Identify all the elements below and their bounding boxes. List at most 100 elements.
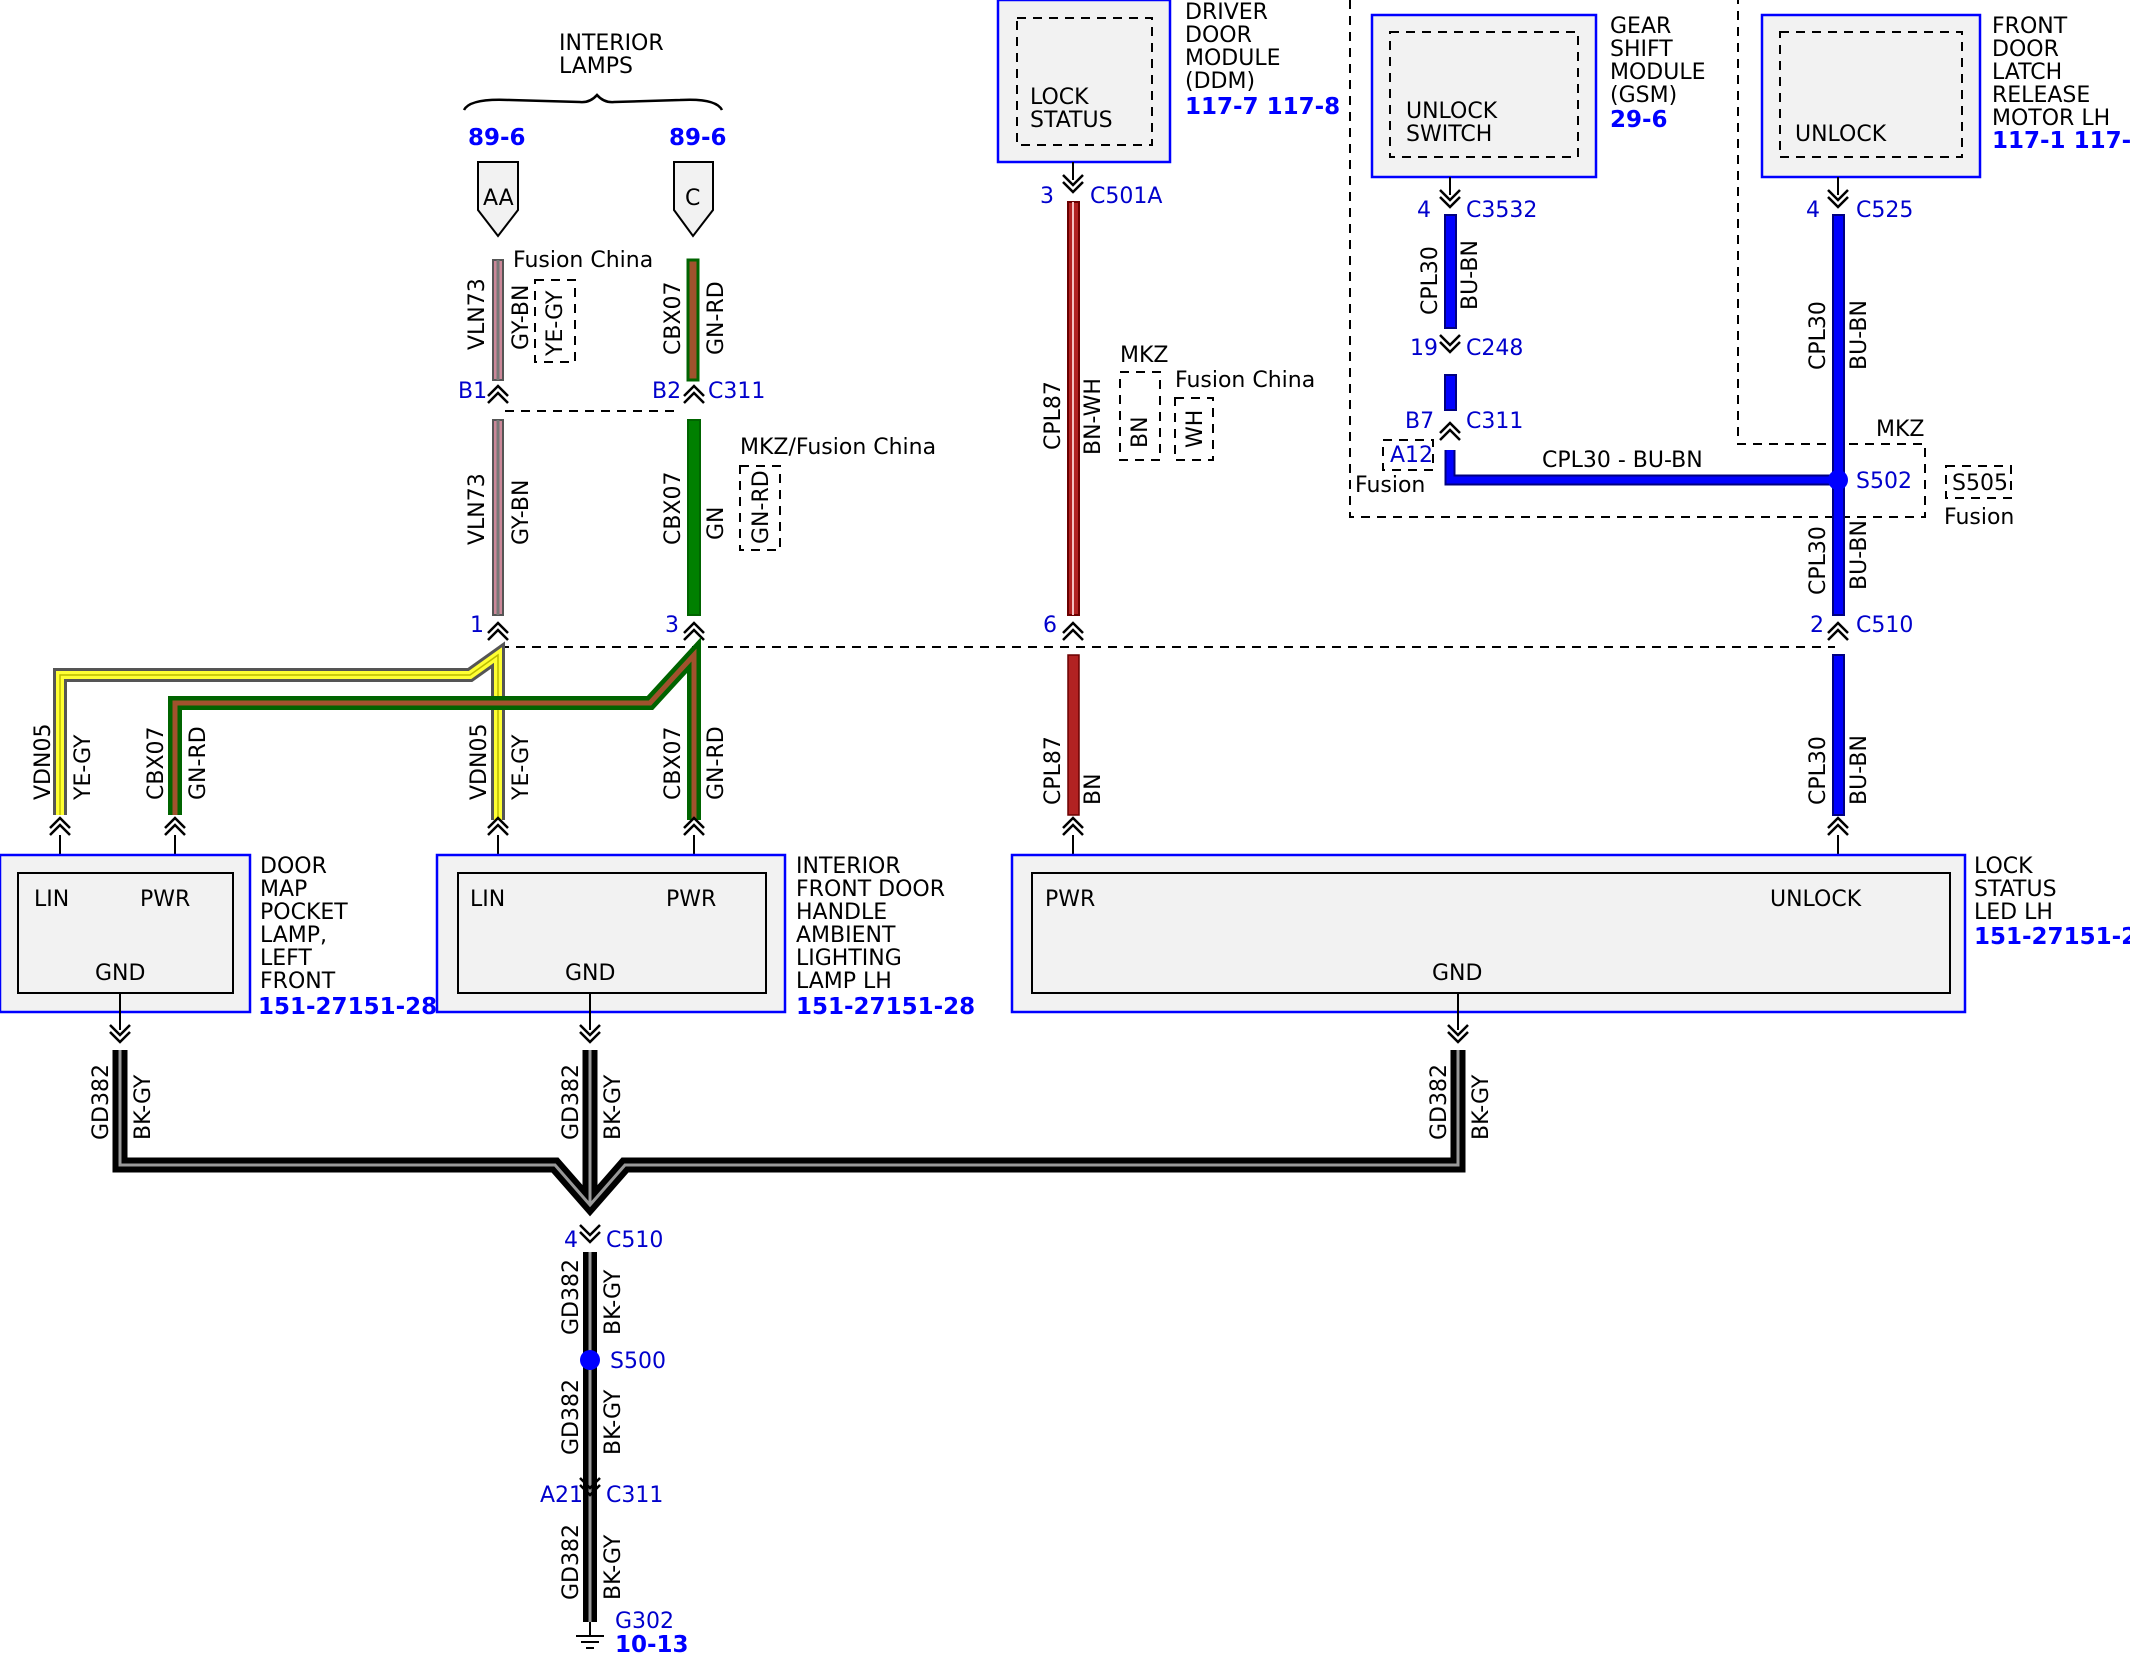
pin-c510-a: C510 — [1856, 613, 1913, 638]
wire-bu-bn-label-3: BU-BN — [1847, 520, 1872, 590]
terminal-aa-label: AA — [483, 186, 514, 211]
wire-cbx07-label-2: CBX07 — [661, 471, 686, 545]
wire-cpl30-bu-bn-label: CPL30 - BU-BN — [1542, 448, 1703, 473]
pin-s505: S505 — [1952, 471, 2008, 496]
splice-s500[interactable] — [580, 1350, 600, 1370]
led-pin-gnd: GND — [1432, 961, 1482, 986]
wire-cpl30-label-4: CPL30 — [1806, 736, 1831, 805]
option-fusion-china-2: Fusion China — [1175, 368, 1315, 393]
handle-lamp-pin-gnd: GND — [565, 961, 615, 986]
wire-gn-label: GN — [704, 506, 729, 540]
led-ref[interactable]: 151-27151-28 — [1974, 924, 2130, 950]
wire-cpl87-label-2: CPL87 — [1041, 736, 1066, 805]
pin-b1: B1 — [458, 379, 487, 404]
pin-s502: S502 — [1856, 469, 1912, 494]
wire-gd382-label-6: GD382 — [559, 1524, 584, 1600]
wire-bk-gy-label-4: BK-GY — [601, 1269, 626, 1335]
wire-cpl30-label-3: CPL30 — [1806, 526, 1831, 595]
wire-gn-rd-alt-label: GN-RD — [749, 470, 774, 544]
wire-cbx07-label-1: CBX07 — [661, 281, 686, 355]
pin-a21: A21 — [540, 1483, 583, 1508]
alt-s505-box — [1945, 465, 2012, 499]
terminal-c-label: C — [685, 186, 700, 211]
pin-a12: A12 — [1390, 443, 1433, 468]
wire-cbx07-label-3: CBX07 — [144, 726, 169, 800]
wire-ye-gy-alt-label: YE-GY — [543, 290, 568, 357]
wire-bk-gy-label-2: BK-GY — [601, 1074, 626, 1140]
wire-cbx07-upper — [686, 258, 700, 382]
ground-symbol-icon — [576, 1622, 604, 1649]
ground-ref[interactable]: 10-13 — [615, 1632, 689, 1655]
map-lamp-ref[interactable]: 151-27151-28 — [258, 994, 437, 1020]
latch-ref[interactable]: 117-1 117-2 — [1992, 128, 2130, 154]
wire-bu-bn-label-1: BU-BN — [1458, 240, 1483, 310]
pin-c311-c: C311 — [606, 1483, 663, 1508]
wire-bu-bn-label-4: BU-BN — [1847, 735, 1872, 805]
wire-bk-gy-label-1: BK-GY — [131, 1074, 156, 1140]
alt-a12-box — [1382, 439, 1434, 471]
pin-c3532: C3532 — [1466, 198, 1537, 223]
wire-gd382-label-1: GD382 — [89, 1064, 114, 1140]
pin-3-c501a: 3 — [1040, 184, 1054, 209]
interior-lamps-ref-right[interactable]: 89-6 — [669, 125, 727, 151]
wire-cpl30-led — [1832, 654, 1845, 816]
wire-gn-rd-label-2: GN-RD — [186, 726, 211, 800]
led-pin-pwr: PWR — [1045, 887, 1095, 912]
wire-gn-rd-label-3: GN-RD — [704, 726, 729, 800]
option-mkz-2: MKZ — [1876, 417, 1924, 442]
wire-cpl30-label-1: CPL30 — [1418, 246, 1443, 315]
splice-s502[interactable] — [1828, 470, 1848, 490]
handle-lamp-pin-lin: LIN — [470, 887, 505, 912]
wire-cbx07-label-4: CBX07 — [661, 726, 686, 800]
wire-ye-gy-label-1: YE-GY — [71, 734, 96, 801]
pin-4-c525: 4 — [1806, 198, 1820, 223]
pin-c501a: C501A — [1090, 184, 1162, 209]
wire-vln73-label-2: VLN73 — [465, 473, 490, 545]
option-fusion-china-1: Fusion China — [513, 248, 653, 273]
wire-gn-rd-label-1: GN-RD — [704, 281, 729, 355]
interior-lamps-brace — [462, 93, 724, 111]
wire-ye-gy-label-2: YE-GY — [509, 734, 534, 801]
wire-wh-alt-label: WH — [1183, 410, 1208, 448]
handle-lamp-ref[interactable]: 151-27151-28 — [796, 994, 975, 1020]
pin-c248: C248 — [1466, 336, 1523, 361]
wire-bk-gy-label-5: BK-GY — [601, 1389, 626, 1455]
pin-19: 19 — [1410, 336, 1438, 361]
wire-vdn05-label-2: VDN05 — [467, 724, 492, 800]
option-mkz-fusion-china: MKZ/Fusion China — [740, 435, 936, 460]
wire-gy-bn-label-1: GY-BN — [509, 285, 534, 350]
wire-bn-wh-label: BN-WH — [1081, 378, 1106, 455]
interior-lamps-ref-left[interactable]: 89-6 — [468, 125, 526, 151]
wire-gd382-label-5: GD382 — [559, 1379, 584, 1455]
wire-bn-label: BN — [1081, 773, 1106, 805]
gsm-option-region — [1349, 0, 1926, 518]
pin-c311-a: C311 — [708, 379, 765, 404]
wire-cpl87-lower — [1067, 654, 1080, 816]
wire-gd382-label-4: GD382 — [559, 1259, 584, 1335]
gsm-ref[interactable]: 29-6 — [1610, 107, 1668, 133]
ground-name: G302 — [615, 1609, 674, 1634]
wire-bu-bn-label-2: BU-BN — [1847, 300, 1872, 370]
wire-vdn05-label-1: VDN05 — [31, 724, 56, 800]
option-fusion-1: Fusion — [1355, 473, 1425, 498]
pin-s500: S500 — [610, 1349, 666, 1374]
ddm-ref[interactable]: 117-7 117-8 — [1185, 94, 1340, 120]
wire-gd382-label-2: GD382 — [559, 1064, 584, 1140]
wire-cpl87-label-1: CPL87 — [1041, 381, 1066, 450]
alt-ye-gy-box — [534, 279, 576, 363]
wire-gy-bn-label-2: GY-BN — [509, 480, 534, 545]
pin-1: 1 — [470, 613, 484, 638]
connector-b2 — [683, 384, 705, 404]
pin-c525: C525 — [1856, 198, 1913, 223]
option-fusion-2: Fusion — [1944, 505, 2014, 530]
option-mkz-1: MKZ — [1120, 343, 1168, 368]
connector-pin1 — [487, 621, 509, 641]
